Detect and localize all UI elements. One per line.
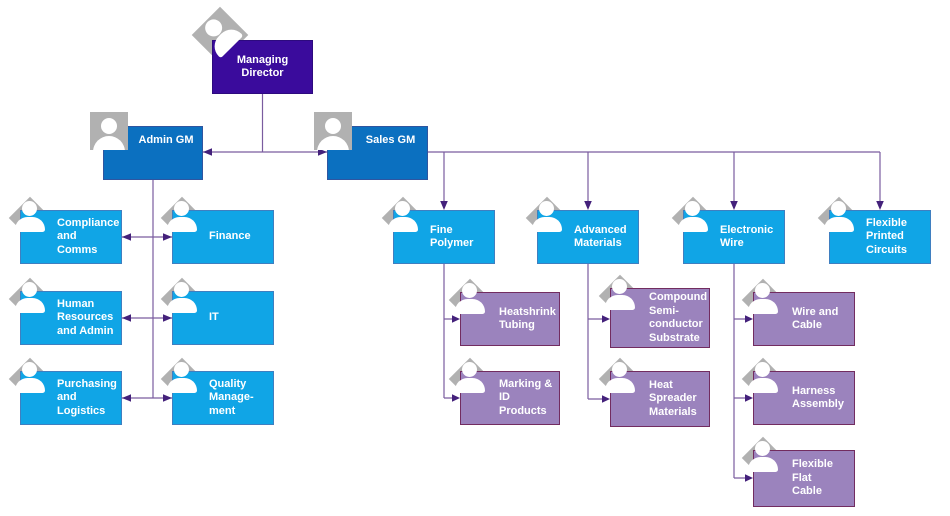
org-node-finance[interactable]: Finance: [160, 196, 274, 264]
org-node-advanced-materials[interactable]: Advanced Materials: [525, 196, 639, 264]
org-node-wire-and-cable[interactable]: Wire and Cable: [741, 278, 855, 346]
node-label: Flexible Printed Circuits: [866, 216, 907, 256]
node-box[interactable]: Advanced Materials: [537, 210, 639, 264]
node-label: Flexible Flat Cable: [792, 458, 833, 498]
org-node-harness-assembly[interactable]: Harness Assembly: [741, 357, 855, 425]
node-box[interactable]: Flexible Flat Cable: [753, 450, 855, 507]
node-box[interactable]: Human Resources and Admin: [20, 291, 122, 345]
node-label: Finance: [209, 230, 251, 243]
node-box[interactable]: Marking & ID Products: [460, 371, 560, 425]
node-box[interactable]: Compound Semi- conductor Substrate: [610, 288, 710, 348]
node-box[interactable]: Electronic Wire: [683, 210, 785, 264]
node-box[interactable]: Admin GM: [103, 126, 203, 180]
org-node-compound-semiconductor-substrate[interactable]: Compound Semi- conductor Substrate: [598, 274, 710, 348]
org-node-human-resources-and-admin[interactable]: Human Resources and Admin: [8, 277, 122, 345]
node-box[interactable]: Purchasing and Logistics: [20, 371, 122, 425]
org-node-fine-polymer[interactable]: Fine Polymer: [381, 196, 495, 264]
org-node-compliance-and-comms[interactable]: Compliance and Comms: [8, 196, 122, 264]
node-box[interactable]: IT: [172, 291, 274, 345]
org-node-admin-gm[interactable]: Admin GM: [90, 112, 203, 180]
node-label: Advanced Materials: [574, 223, 627, 250]
org-node-sales-gm[interactable]: Sales GM: [314, 112, 428, 180]
node-label: Wire and Cable: [792, 305, 839, 332]
node-box[interactable]: Finance: [172, 210, 274, 264]
org-node-electronic-wire[interactable]: Electronic Wire: [671, 196, 785, 264]
org-node-it[interactable]: IT: [160, 277, 274, 345]
node-label: Compliance and Comms: [57, 216, 120, 256]
node-box[interactable]: Heat Spreader Materials: [610, 371, 710, 427]
node-box[interactable]: Compliance and Comms: [20, 210, 122, 264]
node-label: Sales GM: [365, 134, 416, 146]
node-label: Heat Spreader Materials: [649, 378, 697, 418]
node-box[interactable]: Flexible Printed Circuits: [829, 210, 931, 264]
node-box[interactable]: Harness Assembly: [753, 371, 855, 425]
node-label: Admin GM: [138, 134, 194, 146]
node-label: Fine Polymer: [430, 223, 474, 250]
node-box[interactable]: Quality Manage- ment: [172, 371, 274, 425]
node-box[interactable]: Heatshrink Tubing: [460, 292, 560, 346]
org-node-flexible-printed-circuits[interactable]: Flexible Printed Circuits: [817, 196, 931, 264]
node-label: Managing Director: [236, 53, 289, 80]
org-node-heat-spreader-materials[interactable]: Heat Spreader Materials: [598, 357, 710, 427]
org-node-managing-director[interactable]: Managing Director: [191, 6, 313, 94]
node-box[interactable]: Wire and Cable: [753, 292, 855, 346]
node-label: Electronic Wire: [720, 223, 774, 250]
node-label: Marking & ID Products: [499, 377, 553, 417]
node-label: Harness Assembly: [792, 384, 844, 411]
node-box[interactable]: Managing Director: [212, 40, 313, 94]
node-box[interactable]: Fine Polymer: [393, 210, 495, 264]
node-label: Purchasing and Logistics: [57, 377, 117, 417]
node-label: Compound Semi- conductor Substrate: [649, 291, 708, 344]
org-node-marking-id-products[interactable]: Marking & ID Products: [448, 357, 560, 425]
node-label: Quality Manage- ment: [209, 377, 254, 417]
node-box[interactable]: Sales GM: [327, 126, 428, 180]
node-label: IT: [209, 311, 219, 324]
node-label: Heatshrink Tubing: [499, 305, 556, 332]
org-node-quality-management[interactable]: Quality Manage- ment: [160, 357, 274, 425]
org-node-heatshrink-tubing[interactable]: Heatshrink Tubing: [448, 278, 560, 346]
org-node-purchasing-and-logistics[interactable]: Purchasing and Logistics: [8, 357, 122, 425]
connector-path: [122, 94, 881, 479]
org-node-flexible-flat-cable[interactable]: Flexible Flat Cable: [741, 436, 855, 507]
node-label: Human Resources and Admin: [57, 297, 114, 337]
